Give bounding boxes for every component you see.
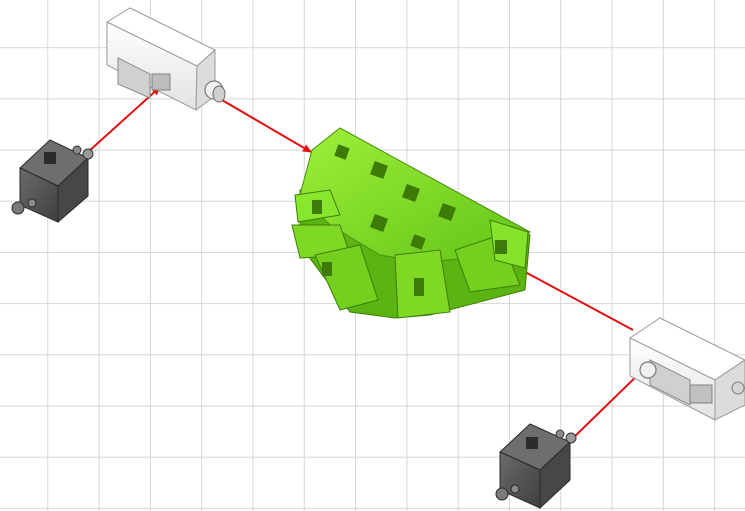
arrow-connector-bottom-to-green	[513, 265, 634, 331]
white-connector-top	[105, 7, 226, 112]
arrow-cube-top-to-connector-top	[87, 86, 161, 153]
white-connector-bottom	[629, 317, 745, 421]
assembly-arrows	[87, 86, 646, 441]
gray-cube-top	[11, 139, 94, 224]
green-multi-connector	[291, 127, 531, 319]
arrow-connector-top-to-green	[209, 92, 312, 153]
gray-cube-bottom	[495, 423, 577, 510]
arrow-cube-bottom-to-connector-bottom	[570, 367, 646, 441]
